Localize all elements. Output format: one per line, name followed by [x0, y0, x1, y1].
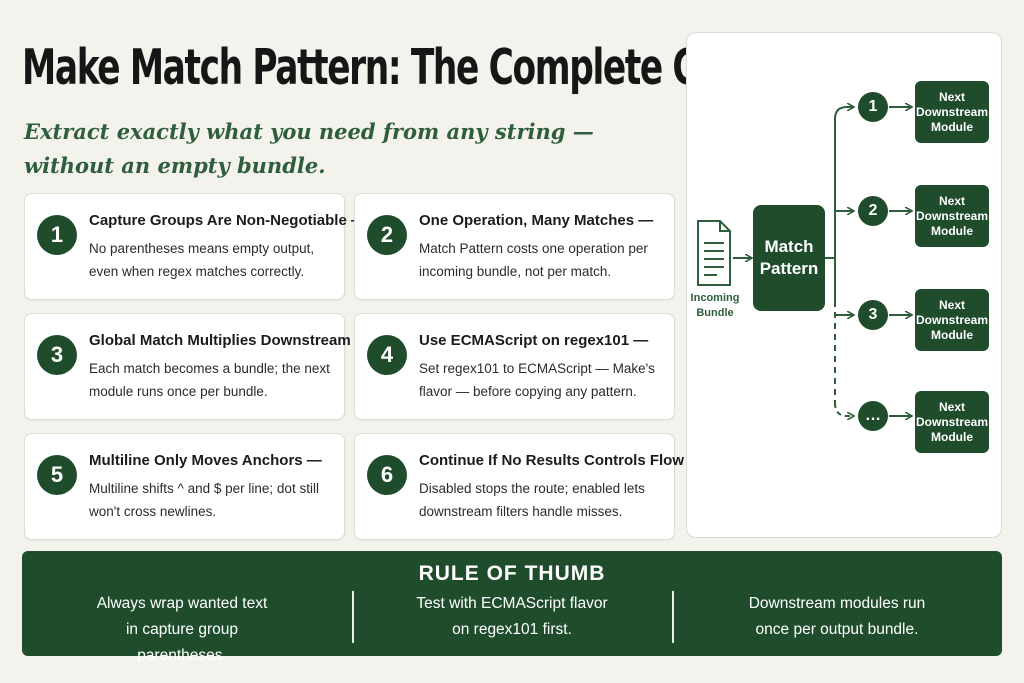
- document-icon: [697, 220, 731, 286]
- subtitle-line-2: without an empty bundle.: [24, 153, 326, 178]
- tip-number-badge: 3: [37, 335, 77, 375]
- tip-body: Disabled stops the route; enabled lets d…: [419, 481, 645, 519]
- tip-body: Set regex101 to ECMAScript — Make's flav…: [419, 361, 655, 399]
- tip-number-badge: 1: [37, 215, 77, 255]
- rule-item-2: Test with ECMAScript flavor on regex101 …: [416, 595, 608, 638]
- rule-divider: [352, 591, 354, 643]
- tip-card-1: 1 Capture Groups Are Non-Negotiable — No…: [24, 193, 366, 300]
- rule-item-3: Downstream modules run once per output b…: [748, 595, 926, 638]
- downstream-module-3: Next Downstream Module: [915, 289, 989, 351]
- flow-diagram: Incoming Bundle Match Pattern 1 2 3 … Ne…: [686, 32, 1002, 538]
- tip-body: Multiline shifts ^ and $ per line; dot s…: [89, 481, 319, 519]
- rule-title: RULE OF THUMB: [418, 562, 606, 585]
- rule-item-1: Always wrap wanted text in capture group…: [96, 595, 268, 664]
- incoming-bundle-label: Incoming Bundle: [690, 292, 740, 319]
- tip-title: Use ECMAScript on regex101 —: [419, 332, 649, 349]
- page-title: Make Match Pattern: The Complete Guide: [22, 39, 779, 96]
- output-node-3: 3: [858, 300, 888, 330]
- tip-title: Continue If No Results Controls Flow —: [419, 452, 704, 469]
- tip-title: Multiline Only Moves Anchors —: [89, 452, 322, 469]
- subtitle-line-1: Extract exactly what you need from any s…: [24, 119, 594, 144]
- tip-card-2: 2 One Operation, Many Matches — Match Pa…: [354, 193, 675, 300]
- rule-divider: [672, 591, 674, 643]
- tip-card-6: 6 Continue If No Results Controls Flow —…: [354, 433, 704, 540]
- match-pattern-node: Match Pattern: [753, 205, 825, 311]
- tip-body: No parentheses means empty output, even …: [89, 241, 315, 279]
- output-node-more: …: [858, 401, 888, 431]
- subtitle: Extract exactly what you need from any s…: [24, 115, 624, 183]
- flow-connectors: [697, 33, 1003, 539]
- branch-trunk: [834, 106, 848, 301]
- tip-body: Each match becomes a bundle; the next mo…: [89, 361, 330, 399]
- tip-card-4: 4 Use ECMAScript on regex101 — Set regex…: [354, 313, 675, 420]
- tip-title: Capture Groups Are Non-Negotiable —: [89, 212, 366, 229]
- downstream-module-2: Next Downstream Module: [915, 185, 989, 247]
- tip-number-badge: 5: [37, 455, 77, 495]
- tip-number-badge: 6: [367, 455, 407, 495]
- tip-number-badge: 2: [367, 215, 407, 255]
- tip-title: Global Match Multiplies Downstream —: [89, 332, 370, 349]
- output-node-2: 2: [858, 196, 888, 226]
- tip-card-5: 5 Multiline Only Moves Anchors — Multili…: [24, 433, 345, 540]
- output-node-1: 1: [858, 92, 888, 122]
- tip-title: One Operation, Many Matches —: [419, 212, 654, 229]
- tip-body: Match Pattern costs one operation per in…: [419, 241, 648, 279]
- tip-card-3: 3 Global Match Multiplies Downstream — E…: [24, 313, 370, 420]
- tip-number-badge: 4: [367, 335, 407, 375]
- downstream-module-1: Next Downstream Module: [915, 81, 989, 143]
- rule-of-thumb-banner: RULE OF THUMB Always wrap wanted text in…: [22, 551, 1002, 664]
- downstream-module-more: Next Downstream Module: [915, 391, 989, 453]
